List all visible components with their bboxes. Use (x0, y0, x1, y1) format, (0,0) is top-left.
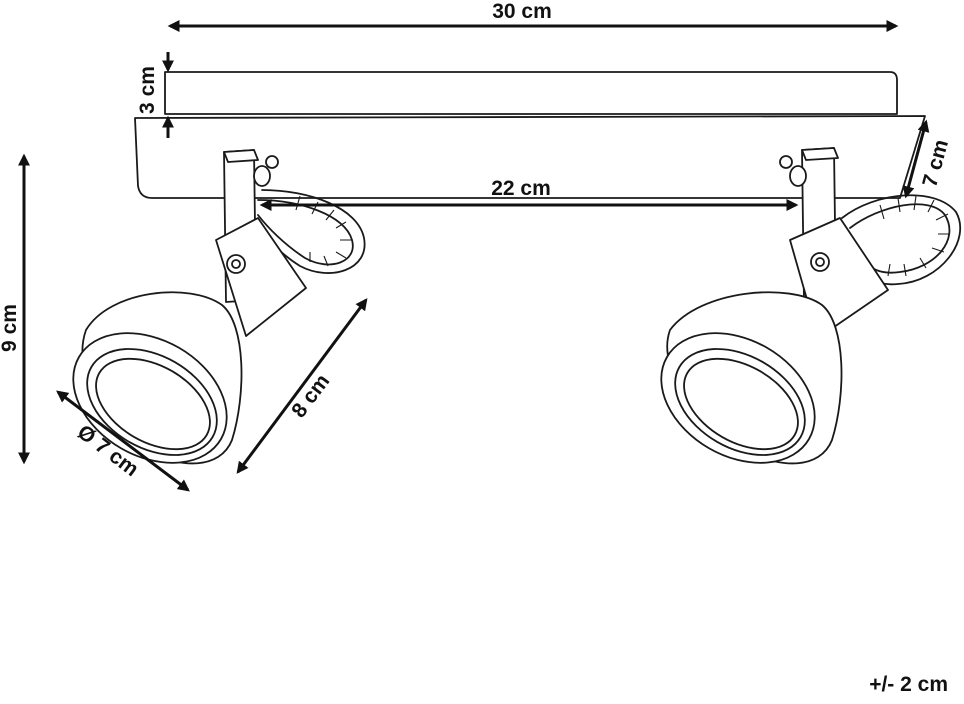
dimension-depth-label: 7 cm (918, 137, 953, 189)
dimension-shade-length-line (236, 298, 368, 474)
dimension-base-height-label: 3 cm (136, 66, 159, 114)
dimension-width-label: 30 cm (492, 0, 552, 23)
ceiling-base-plate (134, 71, 926, 199)
dimension-height-label: 9 cm (0, 304, 21, 352)
tolerance-note: +/- 2 cm (869, 673, 948, 696)
dimension-spacing-label: 22 cm (491, 177, 551, 200)
dimension-diameter-line (56, 390, 190, 492)
dimension-depth-line (902, 119, 930, 199)
right-spotlight (660, 147, 962, 465)
